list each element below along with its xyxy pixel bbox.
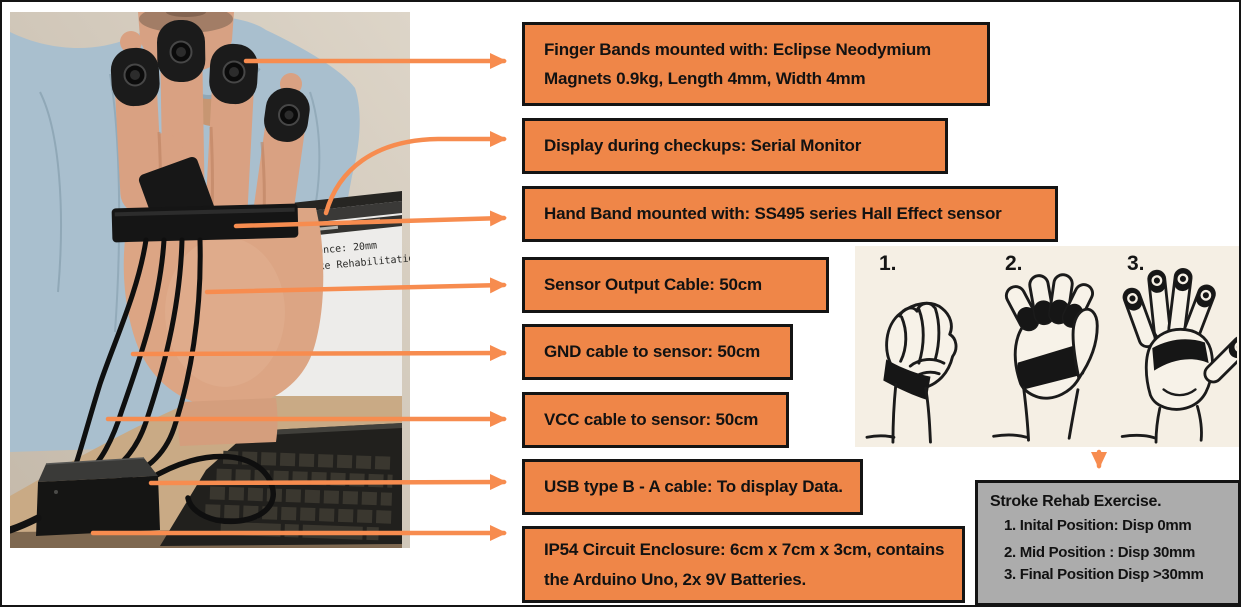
device-photo: Distance: 20mm Stroke Rehabilitation bbox=[6, 5, 421, 548]
callout-enclosure: IP54 Circuit Enclosure: 6cm x 7cm x 3cm,… bbox=[522, 526, 965, 603]
callout-finger-bands-text: Finger Bands mounted with: Eclipse Neody… bbox=[544, 39, 931, 88]
open-hand-illustration bbox=[1120, 268, 1237, 444]
instrumented-hand bbox=[110, 19, 324, 446]
callout-sensor-output-text: Sensor Output Cable: 50cm bbox=[544, 275, 762, 295]
patient-hand-photo: Distance: 20mm Stroke Rehabilitation bbox=[6, 5, 421, 548]
hand-band bbox=[111, 203, 299, 243]
wrist bbox=[178, 398, 278, 446]
callout-enclosure-text: IP54 Circuit Enclosure: 6cm x 7cm x 3cm,… bbox=[544, 540, 945, 589]
fist-hand-illustration bbox=[865, 301, 958, 444]
callout-display-text: Display during checkups: Serial Monitor bbox=[544, 136, 862, 156]
usb-cable bbox=[145, 453, 276, 525]
exercise-illustration-panel: 1. 2. 3. bbox=[855, 246, 1239, 447]
power-cable bbox=[6, 514, 42, 534]
callout-sensor-output: Sensor Output Cable: 50cm bbox=[522, 257, 829, 313]
callout-hand-band: Hand Band mounted with: SS495 series Hal… bbox=[522, 186, 1058, 242]
half-open-hand-illustration bbox=[992, 273, 1099, 442]
open-hand-band bbox=[1152, 339, 1209, 371]
index-fingertip bbox=[120, 31, 142, 53]
exercise-instructions-box: Stroke Rehab Exercise. 1. Inital Positio… bbox=[975, 480, 1239, 605]
exercise-item-2: 2. Mid Position : Disp 30mm bbox=[1004, 543, 1196, 561]
exercise-title: Stroke Rehab Exercise. bbox=[990, 493, 1162, 510]
circuit-enclosure bbox=[6, 457, 160, 536]
exercise-item-3: 3. Final Position Disp >30mm bbox=[1004, 565, 1204, 583]
exercise-item-1: 1. Inital Position: Disp 0mm bbox=[1004, 517, 1192, 534]
thumb bbox=[1071, 307, 1099, 380]
callout-usb-cable-text: USB type B - A cable: To display Data. bbox=[544, 477, 843, 497]
neodymium-magnets bbox=[123, 40, 300, 126]
callout-vcc-cable: VCC cable to sensor: 50cm bbox=[522, 392, 789, 448]
callout-display: Display during checkups: Serial Monitor bbox=[522, 118, 948, 174]
callout-hand-band-text: Hand Band mounted with: SS495 series Hal… bbox=[544, 204, 1002, 224]
fist-hand-band bbox=[883, 359, 931, 400]
callout-gnd-cable-text: GND cable to sensor: 50cm bbox=[544, 342, 761, 362]
step-label-1: 1. bbox=[879, 252, 897, 275]
callout-vcc-cable-text: VCC cable to sensor: 50cm bbox=[544, 410, 759, 430]
callout-finger-bands: Finger Bands mounted with: Eclipse Neody… bbox=[522, 22, 990, 106]
step-label-3: 3. bbox=[1127, 252, 1145, 275]
callout-gnd-cable: GND cable to sensor: 50cm bbox=[522, 324, 793, 380]
half-open-hand-band bbox=[1017, 343, 1087, 390]
step-label-2: 2. bbox=[1005, 252, 1023, 275]
callout-usb-cable: USB type B - A cable: To display Data. bbox=[522, 459, 863, 515]
